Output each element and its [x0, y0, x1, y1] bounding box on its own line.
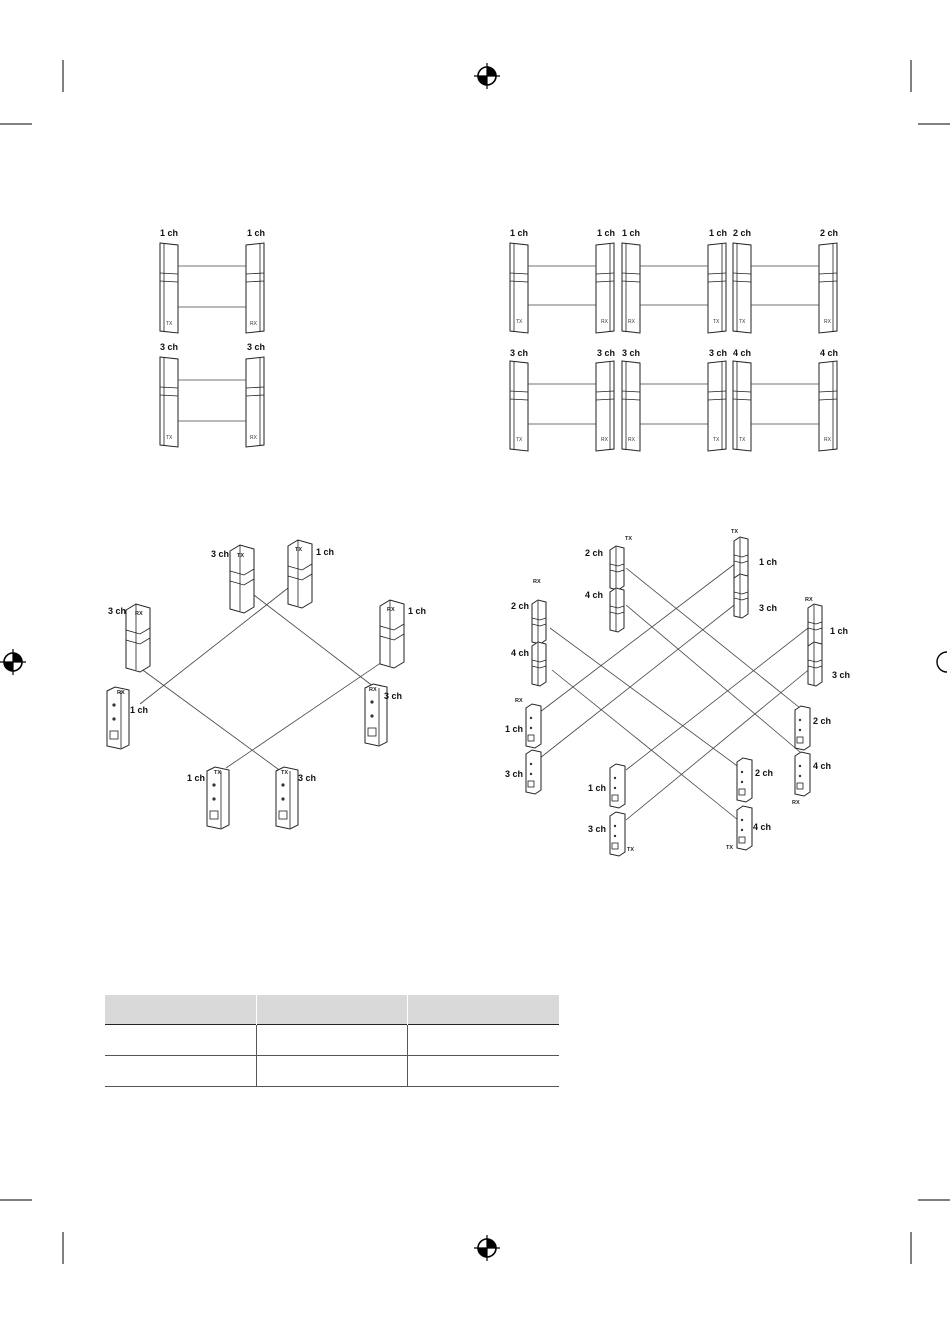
- label-1ch: 1 ch: [187, 773, 205, 783]
- label-2ch: 2 ch: [733, 228, 751, 238]
- table-header-cell: [256, 995, 409, 1025]
- label-3ch: 3 ch: [505, 769, 523, 779]
- label-tx: TX: [166, 321, 173, 327]
- label-1ch: 1 ch: [510, 228, 528, 238]
- label-tx: TX: [295, 547, 302, 553]
- label-tx: TX: [627, 847, 634, 853]
- label-3ch: 3 ch: [108, 606, 126, 616]
- table-cell: [105, 1024, 257, 1056]
- registration-mark-top: [473, 62, 501, 90]
- label-1ch: 1 ch: [130, 705, 148, 715]
- label-rx: RX: [135, 611, 143, 617]
- label-4ch: 4 ch: [753, 822, 771, 832]
- table-header-row: [105, 995, 559, 1025]
- label-tx: TX: [713, 319, 720, 325]
- label-3ch: 3 ch: [298, 773, 316, 783]
- label-4ch: 4 ch: [585, 590, 603, 600]
- registration-mark-right: [936, 651, 948, 673]
- label-1ch: 1 ch: [505, 724, 523, 734]
- registration-mark-bottom: [473, 1234, 501, 1262]
- label-rx: RX: [628, 437, 636, 443]
- label-tx: TX: [625, 536, 632, 542]
- label-1ch: 1 ch: [408, 606, 426, 616]
- label-tx: TX: [516, 319, 523, 325]
- label-4ch: 4 ch: [733, 348, 751, 358]
- label-4ch: 4 ch: [820, 348, 838, 358]
- label-rx: RX: [250, 435, 258, 441]
- label-1ch: 1 ch: [588, 783, 606, 793]
- table-cell: [407, 1024, 559, 1056]
- label-3ch: 3 ch: [588, 824, 606, 834]
- label-rx: RX: [824, 319, 832, 325]
- figure-pair-left: 1 ch 1 ch TX RX 3 ch 3 ch TX RX: [159, 228, 265, 448]
- label-4ch: 4 ch: [511, 648, 529, 658]
- label-4ch: 4 ch: [813, 761, 831, 771]
- table-cell: [256, 1024, 409, 1056]
- label-1ch: 1 ch: [759, 557, 777, 567]
- table-header-cell: [407, 995, 559, 1025]
- label-1ch: 1 ch: [247, 228, 265, 238]
- table-row: [105, 1024, 559, 1056]
- label-1ch: 1 ch: [830, 626, 848, 636]
- label-3ch: 3 ch: [709, 348, 727, 358]
- label-tx: TX: [731, 529, 738, 535]
- label-3ch: 3 ch: [622, 348, 640, 358]
- figure-perimeter-left: TX 3 ch TX 1 ch RX 3 ch RX 1 ch RX 1 ch …: [106, 539, 426, 830]
- label-3ch: 3 ch: [759, 603, 777, 613]
- label-1ch: 1 ch: [160, 228, 178, 238]
- spec-table: [105, 995, 559, 1087]
- label-tx: TX: [726, 845, 733, 851]
- label-3ch: 3 ch: [384, 691, 402, 701]
- label-3ch: 3 ch: [211, 549, 229, 559]
- label-tx: TX: [516, 437, 523, 443]
- label-3ch: 3 ch: [510, 348, 528, 358]
- table-cell: [256, 1055, 409, 1087]
- figure-pair-right: 1 ch 1 ch TX RX 1 ch 1 ch RX TX 2 ch 2 c…: [509, 228, 838, 452]
- label-3ch: 3 ch: [160, 342, 178, 352]
- label-tx: TX: [713, 437, 720, 443]
- label-1ch: 1 ch: [709, 228, 727, 238]
- label-rx: RX: [601, 437, 609, 443]
- label-rx: RX: [628, 319, 636, 325]
- label-rx: RX: [824, 437, 832, 443]
- table-header-cell: [105, 995, 257, 1025]
- label-rx: RX: [250, 321, 258, 327]
- label-1ch: 1 ch: [597, 228, 615, 238]
- label-tx: TX: [739, 319, 746, 325]
- label-1ch: 1 ch: [622, 228, 640, 238]
- label-tx: TX: [237, 553, 244, 559]
- registration-mark-left: [0, 648, 27, 676]
- label-rx: RX: [805, 597, 813, 603]
- label-tx: TX: [281, 770, 288, 776]
- label-rx: RX: [601, 319, 609, 325]
- label-rx: RX: [387, 607, 395, 613]
- table-row: [105, 1055, 559, 1087]
- label-3ch: 3 ch: [247, 342, 265, 352]
- table-cell: [105, 1055, 257, 1087]
- label-3ch: 3 ch: [832, 670, 850, 680]
- label-1ch: 1 ch: [316, 547, 334, 557]
- label-2ch: 2 ch: [813, 716, 831, 726]
- label-3ch: 3 ch: [597, 348, 615, 358]
- table-cell: [407, 1055, 559, 1087]
- label-tx: TX: [739, 437, 746, 443]
- crop-marks: [0, 60, 950, 1264]
- label-2ch: 2 ch: [820, 228, 838, 238]
- label-2ch: 2 ch: [585, 548, 603, 558]
- label-tx: TX: [166, 435, 173, 441]
- label-rx: RX: [792, 800, 800, 806]
- label-tx: TX: [214, 770, 221, 776]
- label-rx: RX: [515, 698, 523, 704]
- figure-perimeter-right: TX 2 ch 4 ch TX 1 ch 3 ch RX 2 ch 4 ch R…: [505, 529, 850, 857]
- label-rx: RX: [369, 687, 377, 693]
- label-2ch: 2 ch: [511, 601, 529, 611]
- label-2ch: 2 ch: [755, 768, 773, 778]
- label-rx: RX: [117, 690, 125, 696]
- label-rx: RX: [533, 579, 541, 585]
